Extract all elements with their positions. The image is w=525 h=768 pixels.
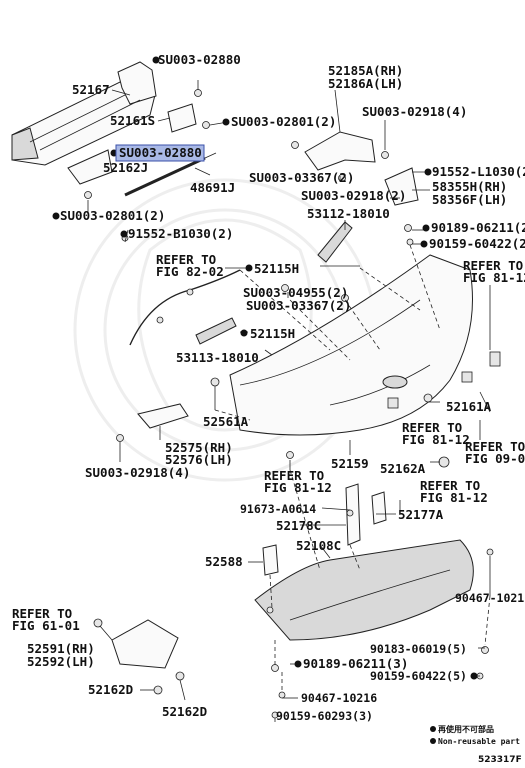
label-52162d-a: 52162D <box>88 682 133 697</box>
label-53113-18010: 53113-18010 <box>176 350 259 365</box>
label-52159: 52159 <box>331 456 369 471</box>
label-su003-02801-a: SU003-02801(2) <box>231 114 336 129</box>
label-refer-82-line1: REFER TO <box>156 252 216 267</box>
label-53112-18010: 53112-18010 <box>307 206 390 221</box>
label-90189-06211-a: 90189-06211(2) <box>431 220 525 235</box>
bracket-52185a <box>304 131 376 171</box>
label-refer-81b-line2: FIG 81-12 <box>402 432 470 447</box>
label-refer-81c-line1: REFER TO <box>264 468 324 483</box>
legend-jp-text: 再使用不可部品 <box>438 724 494 734</box>
rear-bumper-cover <box>229 254 473 436</box>
label-52186a: 52186A(LH) <box>328 76 403 91</box>
label-refer-81d-line2: FIG 81-12 <box>420 490 488 505</box>
label-su003-02801-b: SU003-02801(2) <box>60 208 165 223</box>
bracket-58355h <box>384 167 419 206</box>
label-90183-06019: 90183-06019(5) <box>370 642 467 656</box>
absorber-53112 <box>317 221 353 263</box>
label-refer-81a-line2: FIG 81-12 <box>463 270 525 285</box>
diagram-id: 523317F <box>478 755 522 765</box>
legend-en-text: Non-reusable part <box>438 737 520 746</box>
label-refer-61-line1: REFER TO <box>12 606 72 621</box>
label-52108c: 52108C <box>296 538 341 553</box>
label-52591: 52591(RH) <box>27 641 95 656</box>
label-52161a: 52161A <box>446 399 492 414</box>
rear-bumper-reinforcement <box>11 61 157 166</box>
label-refer-81b-line1: REFER TO <box>402 420 462 435</box>
highlight-box <box>115 144 205 162</box>
label-52575: 52575(RH) <box>165 440 233 455</box>
label-58355h: 58355H(RH) <box>432 179 507 194</box>
label-90467-10216-a: 90467-10216 <box>455 591 525 605</box>
legend: 再使用不可部品 Non-reusable part <box>430 724 520 746</box>
label-91552-b1030: 91552-B1030(2) <box>128 226 233 241</box>
label-refer-09-line1: REFER TO <box>465 439 525 454</box>
label-52115h-b: 52115H <box>250 326 295 341</box>
bumper-stay-48691j <box>124 152 217 197</box>
label-su003-02880-top: SU003-02880 <box>158 52 241 67</box>
label-52161s: 52161S <box>110 113 155 128</box>
label-91673-a0614: 91673-A0614 <box>240 502 316 516</box>
label-52561a: 52561A <box>203 414 249 429</box>
leader-lines <box>87 80 491 722</box>
label-90159-60293: 90159-60293(3) <box>276 709 373 723</box>
fasteners <box>84 89 501 719</box>
label-su003-04955: SU003-04955(2) <box>243 285 348 300</box>
label-su003-03367-a: SU003-03367(2) <box>249 170 354 185</box>
label-su003-03367-b: SU003-03367(2) <box>246 298 351 313</box>
label-52115h-a: 52115H <box>254 261 299 276</box>
bracket-52177a <box>371 491 387 525</box>
label-su003-02918-4: SU003-02918(4) <box>362 104 467 119</box>
label-su003-02918-2: SU003-02918(2) <box>301 188 406 203</box>
label-52177a: 52177A <box>398 507 444 522</box>
label-58356f: 58356F(LH) <box>432 192 507 207</box>
label-52178c: 52178C <box>276 518 321 533</box>
label-90467-10216-b: 90467-10216 <box>301 691 377 705</box>
bracket-52588 <box>262 544 279 576</box>
absorber-53113 <box>195 317 237 345</box>
dashed-lines <box>214 244 491 692</box>
label-52576: 52576(LH) <box>165 452 233 467</box>
label-su003-02880-highlighted[interactable]: SU003-02880 <box>119 145 202 160</box>
bracket-52575 <box>137 403 189 429</box>
label-refer-81c-line2: FIG 81-12 <box>264 480 332 495</box>
label-refer-09-line2: FIG 09-01 <box>465 451 525 466</box>
label-52167: 52167 <box>72 82 110 97</box>
label-refer-61-line2: FIG 61-01 <box>12 618 80 633</box>
label-refer-82-line2: FIG 82-02 <box>156 264 224 279</box>
label-refer-81d-line1: REFER TO <box>420 478 480 493</box>
label-su003-02918-4b: SU003-02918(4) <box>85 465 190 480</box>
label-90159-60422-a: 90159-60422(2) <box>429 236 525 251</box>
bracket-52591 <box>111 619 179 669</box>
label-refer-81a-line1: REFER TO <box>463 258 523 273</box>
label-52185a: 52185A(RH) <box>328 63 403 78</box>
label-52162d-b: 52162D <box>162 704 207 719</box>
label-52588: 52588 <box>205 554 243 569</box>
label-90189-06211-b: 90189-06211(3) <box>303 656 408 671</box>
label-48691j: 48691J <box>190 180 235 195</box>
wire-harness <box>129 269 241 346</box>
label-52162j: 52162J <box>103 160 148 175</box>
label-90159-60422-b: 90159-60422(5) <box>370 669 467 683</box>
bracket-52162j <box>67 149 113 185</box>
label-91552-l1030: 91552-L1030(2) <box>432 164 525 179</box>
under-cover-52108c <box>254 539 474 641</box>
label-52162a: 52162A <box>380 461 426 476</box>
bracket-52161s <box>167 103 197 133</box>
label-52592: 52592(LH) <box>27 654 95 669</box>
